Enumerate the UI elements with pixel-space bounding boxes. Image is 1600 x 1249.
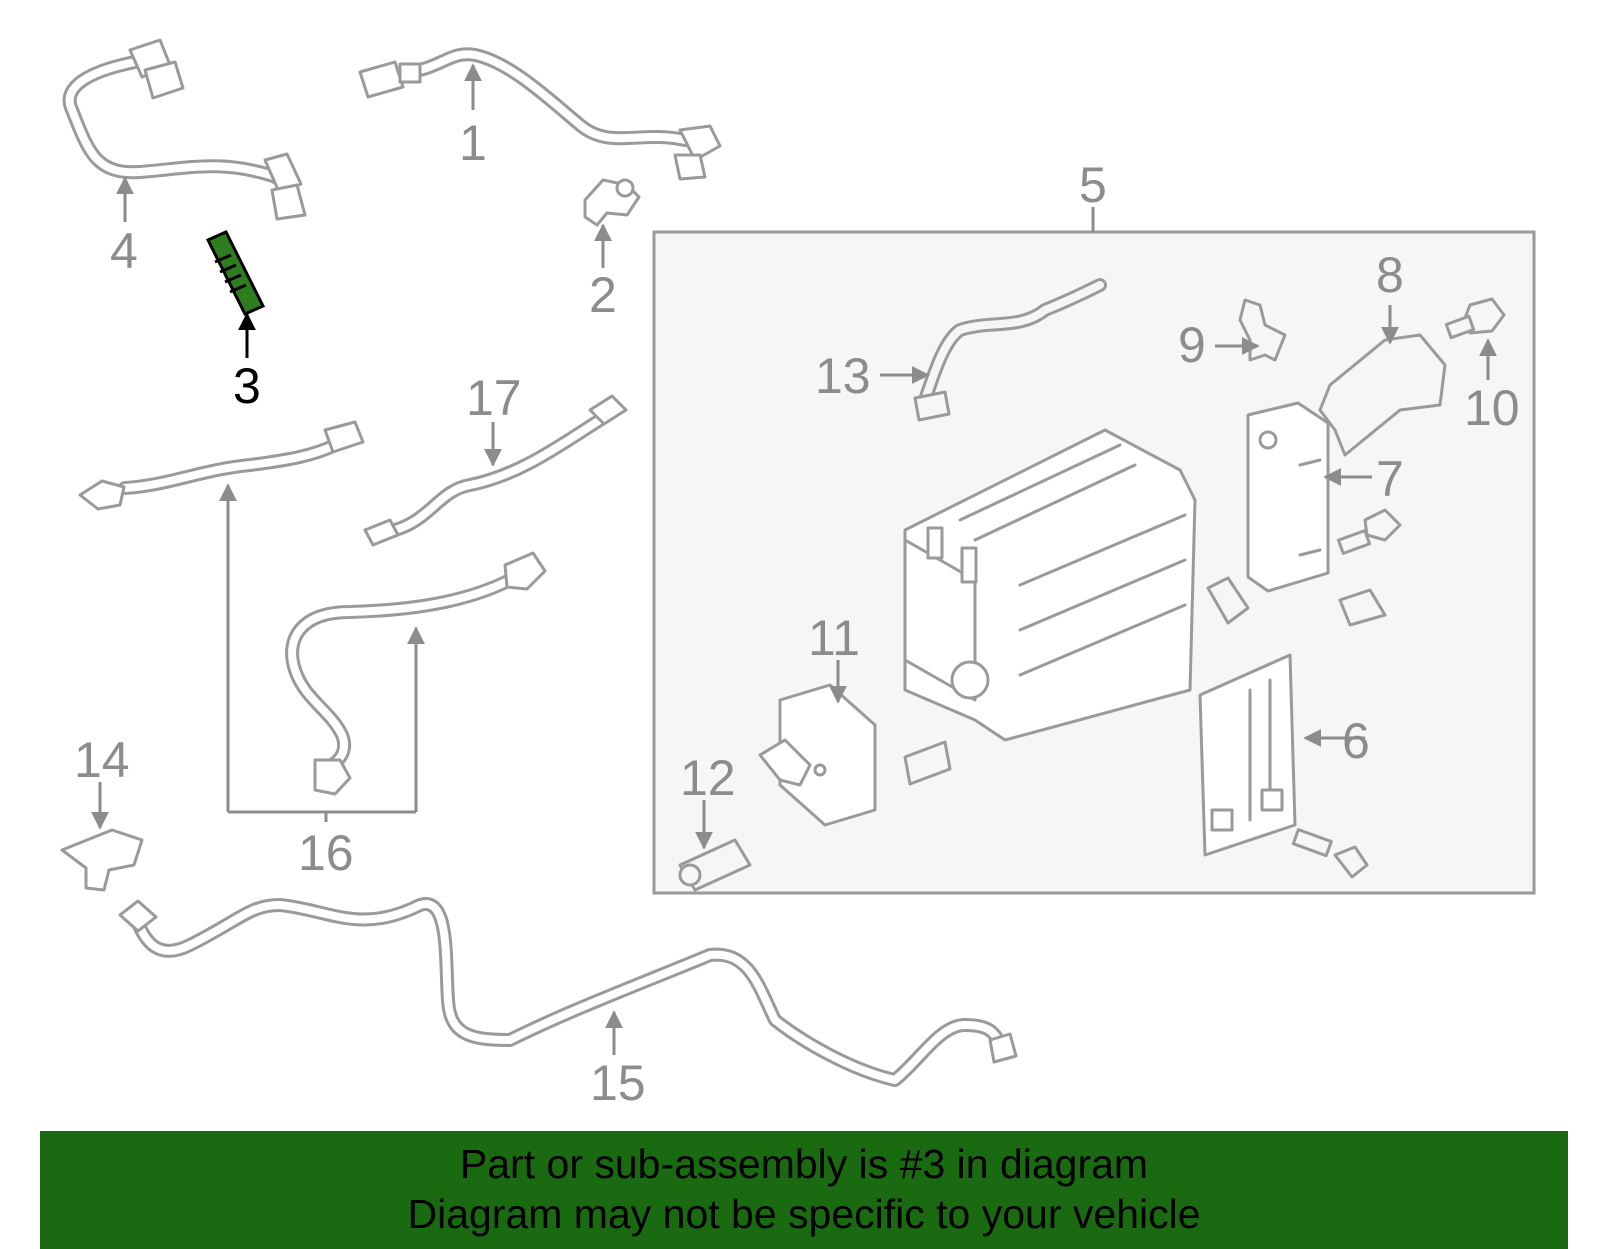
part-14-bracket[interactable] [60,828,144,892]
part-16-harness-upper[interactable] [78,420,365,511]
part-13-tube[interactable] [913,278,1107,422]
callout-labels: 1 2 3 4 5 6 7 8 9 10 11 12 13 14 15 16 1… [74,115,1520,1111]
callout-13: 13 [815,348,871,404]
part-11-vent-valve[interactable] [758,683,877,827]
callout-12: 12 [680,750,736,806]
part-5-canister[interactable] [903,428,1197,742]
callout-3: 3 [233,358,261,414]
callout-2: 2 [589,267,617,323]
callout-11: 11 [808,610,860,666]
callout-5: 5 [1079,157,1107,213]
callout-16: 16 [298,825,354,881]
callout-15: 15 [590,1055,646,1111]
part-15-long-tube[interactable] [118,897,1018,1087]
part-1-vapor-tube[interactable] [358,47,722,181]
banner-line-1: Part or sub-assembly is #3 in diagram [459,1141,1149,1187]
fasteners [903,508,1402,879]
part-10-bolt[interactable] [1444,297,1506,340]
part-7-bracket[interactable] [1246,401,1330,593]
part-12-connector[interactable] [678,838,752,892]
callout-9: 9 [1178,317,1206,373]
leader-lines [91,63,1497,1055]
part-6-bracket[interactable] [1198,653,1297,857]
part-16-harness-lower[interactable] [285,551,547,796]
banner-line-2: Diagram may not be specific to your vehi… [407,1191,1201,1237]
part-8-bracket[interactable] [1318,333,1447,457]
parts-diagram: 1 2 3 4 5 6 7 8 9 10 11 12 13 14 15 16 1… [60,38,1536,1111]
part-2-connector[interactable] [583,178,641,227]
callout-17: 17 [466,370,522,426]
part-4-vapor-tube[interactable] [62,38,307,221]
callout-14: 14 [74,732,130,788]
part-17-sensor-harness[interactable] [363,394,628,547]
callout-1: 1 [459,115,487,171]
callout-6: 6 [1342,713,1370,769]
callout-7: 7 [1376,451,1404,507]
info-banner: Part or sub-assembly is #3 in diagram Di… [40,1131,1568,1249]
callout-10: 10 [1464,380,1520,436]
part-3-connector-highlighted[interactable] [205,230,266,316]
callout-4: 4 [110,223,138,279]
callout-8: 8 [1376,247,1404,303]
